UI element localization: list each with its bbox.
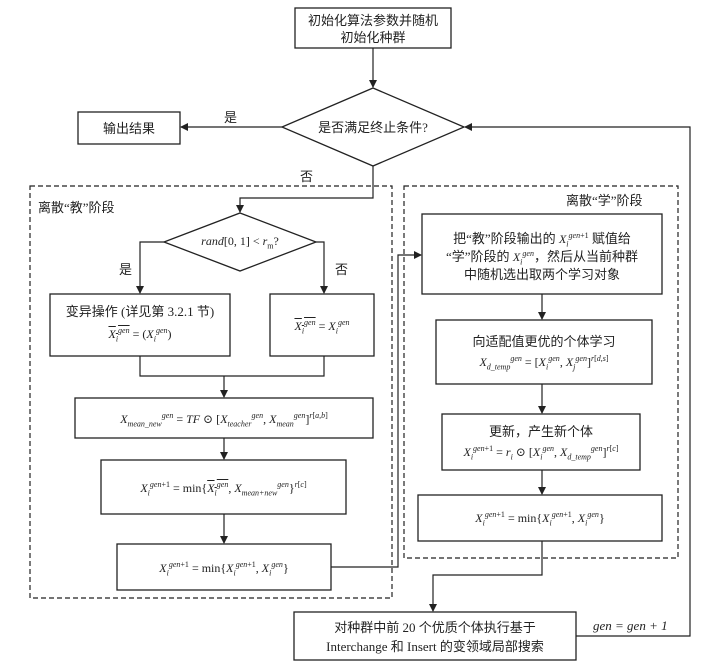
mutation-formula: Xigen = (Xigen): [108, 326, 172, 344]
learn-update-text: 更新，产生新个体 Xigen+1 = ri ⊙ [Xigen, Xd_tempg…: [463, 424, 619, 462]
mean-new-box: [74, 397, 374, 439]
local-search-text-1: 对种群中前 20 个优质个体执行基于: [334, 620, 536, 635]
label-yes-terminate: 是: [224, 110, 237, 125]
label-no-rand: 否: [335, 262, 348, 277]
label-no-terminate: 否: [300, 169, 313, 184]
init-box: [294, 7, 452, 49]
arrow-terminate-to-rand: [236, 166, 374, 213]
label-learn-phase: 离散“学”阶段: [566, 193, 643, 208]
learn-final-box: [417, 494, 663, 542]
init-text-2: 初始化种群: [340, 30, 405, 45]
label-gen-update: gen = gen + 1: [593, 618, 668, 633]
arrow-rand-no: [316, 241, 328, 294]
merge-line: [139, 356, 325, 377]
terminate-text: 是否满足终止条件?: [318, 120, 428, 135]
local-search-text-2: Interchange 和 Insert 的变领域局部搜索: [326, 639, 544, 654]
local-search-box: [293, 611, 577, 661]
learn-update-box: [441, 413, 641, 471]
learn-phase-region: [403, 185, 679, 559]
teach-phase-region: [29, 185, 393, 599]
label-teach-phase: 离散“教”阶段: [38, 200, 115, 215]
no-mutation-formula: Xigen = Xigen: [294, 318, 350, 336]
mutation-box: [49, 293, 231, 357]
rand-diamond: [162, 212, 318, 272]
learn-better-box: [435, 319, 653, 385]
learn-final-formula: Xigen+1 = min{Xigen+1, Xigen}: [475, 510, 605, 528]
label-yes-rand: 是: [119, 262, 132, 277]
mean-new-formula: Xmean_newgen = TF ⊙ [Xteachergen, Xmeang…: [120, 411, 328, 429]
init-text-1: 初始化算法参数并随机: [308, 13, 438, 28]
arrow-learn-to-local: [429, 541, 543, 612]
arrow-loop-back: [464, 123, 691, 637]
teach-min-formula: Xigen+1 = min{Xigen, Xmean+newgen}r[c]: [140, 480, 307, 498]
mutation-title: 变异操作 (详见第 3.2.1 节): [65, 304, 215, 319]
teach-min-box: [100, 459, 347, 515]
teach-final-box: [116, 543, 332, 591]
learn-better-text: 向适配值更优的个体学习 Xd_tempgen = [Xigen, Xjgen]r…: [472, 334, 616, 372]
arrow-rand-yes: [136, 241, 164, 294]
rand-condition: rand[0, 1] < rm?: [201, 234, 279, 251]
learn-assign-box: [421, 213, 663, 295]
output-text: 输出结果: [103, 121, 155, 136]
learn-assign-text: 把“教”阶段输出的 Xigen+1 赋值给 “学”阶段的 Xigen，然后从当前…: [446, 231, 638, 282]
arrow-teach-to-learn: [331, 251, 422, 568]
no-mutation-box: [269, 293, 375, 357]
teach-final-formula: Xigen+1 = min{Xigen+1, Xigen}: [159, 560, 289, 578]
